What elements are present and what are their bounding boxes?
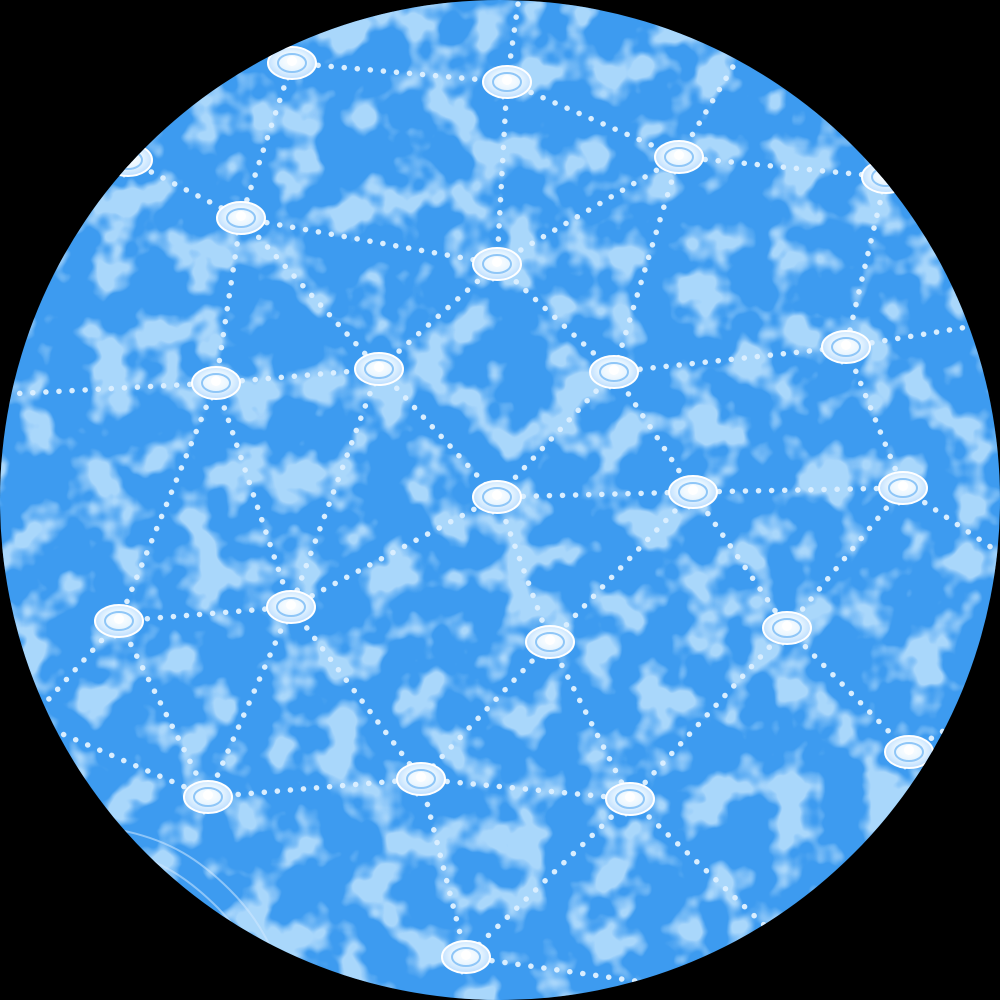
net-float <box>94 604 144 639</box>
net-line <box>376 366 500 500</box>
net-float <box>216 201 266 236</box>
net-float <box>525 625 575 660</box>
net-float <box>267 46 317 81</box>
net-line <box>376 261 500 372</box>
net-float <box>441 940 491 975</box>
net-line <box>418 776 633 802</box>
net-line <box>547 489 696 645</box>
net-float <box>878 471 928 506</box>
net-line <box>494 494 553 645</box>
net-line <box>494 369 617 500</box>
net-float <box>191 366 241 401</box>
net-line <box>690 485 906 495</box>
net-line <box>288 366 382 610</box>
net-line <box>627 625 790 802</box>
net-line <box>627 796 783 943</box>
net-line <box>494 261 617 375</box>
net-float <box>589 355 639 390</box>
net-float <box>605 782 655 817</box>
net-line <box>843 174 889 350</box>
net-line <box>494 79 510 267</box>
net-line <box>0 380 219 398</box>
net-float <box>183 780 233 815</box>
net-line <box>116 380 219 624</box>
net-line <box>843 344 906 491</box>
net-line <box>213 380 294 610</box>
net-line <box>205 604 294 800</box>
net-line <box>843 317 1000 350</box>
net-line <box>238 215 382 372</box>
net-line <box>900 485 1000 563</box>
net-line <box>611 154 682 375</box>
net-line <box>504 79 682 160</box>
net-line <box>418 639 553 782</box>
net-line <box>611 369 696 495</box>
net-float <box>654 140 704 175</box>
net-line <box>463 796 633 960</box>
net-float <box>266 590 316 625</box>
net-line <box>547 639 633 802</box>
net-float <box>668 475 718 510</box>
net-float <box>354 352 404 387</box>
net-line <box>116 604 294 624</box>
net-line <box>611 344 849 375</box>
net-line <box>205 776 424 800</box>
net-float <box>482 65 532 100</box>
net-line <box>213 215 244 386</box>
net-float <box>472 247 522 282</box>
net-float <box>821 330 871 365</box>
net-line <box>494 154 682 267</box>
net-float <box>884 735 934 770</box>
net-float <box>396 762 446 797</box>
net-line <box>238 215 500 267</box>
net-float <box>762 611 812 646</box>
net-line <box>213 366 382 386</box>
net-line <box>27 618 122 723</box>
net-line <box>784 485 906 631</box>
net-line <box>690 489 790 631</box>
net-line <box>418 776 469 960</box>
net-line <box>288 494 500 610</box>
net-line <box>238 60 295 221</box>
net-line <box>676 154 889 180</box>
net-float <box>472 480 522 515</box>
net-line <box>463 954 843 1000</box>
net-line <box>784 625 912 755</box>
net-nodes <box>94 46 934 975</box>
